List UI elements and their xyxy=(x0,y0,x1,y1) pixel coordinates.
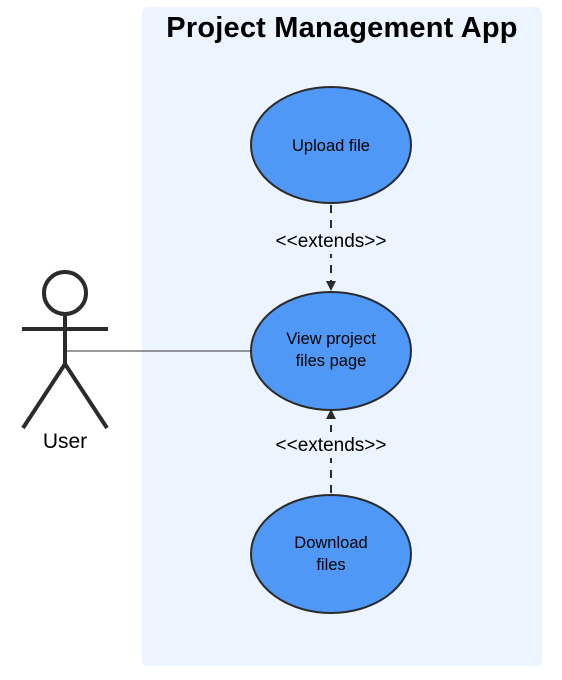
use-case-label-line-1: View project xyxy=(286,330,376,348)
use-case-upload-file[interactable]: Upload file xyxy=(250,86,412,204)
relation-label-upload: <<extends>> xyxy=(276,231,387,252)
use-case-ellipse xyxy=(250,494,412,614)
use-case-label-line-1: Download xyxy=(294,534,367,552)
use-case-ellipse xyxy=(250,291,412,411)
relation-label-bg-upload xyxy=(262,228,400,254)
use-case-label: Upload file xyxy=(292,137,370,155)
actor-right-leg xyxy=(63,362,109,430)
use-case-label-line-2: files xyxy=(316,556,345,574)
actor-user[interactable]: User xyxy=(21,270,109,453)
actor-head xyxy=(42,270,88,316)
use-case-ellipse xyxy=(250,86,412,204)
actor-label: User xyxy=(43,430,87,453)
relation-label-bg-download xyxy=(262,432,400,458)
relation-label-download: <<extends>> xyxy=(276,435,387,456)
actor-left-leg xyxy=(21,362,67,430)
use-case-view-project-files[interactable]: View project files page xyxy=(250,291,412,411)
use-case-download-files[interactable]: Download files xyxy=(250,494,412,614)
use-case-label-line-2: files page xyxy=(296,352,367,370)
system-title: Project Management App xyxy=(166,12,518,44)
